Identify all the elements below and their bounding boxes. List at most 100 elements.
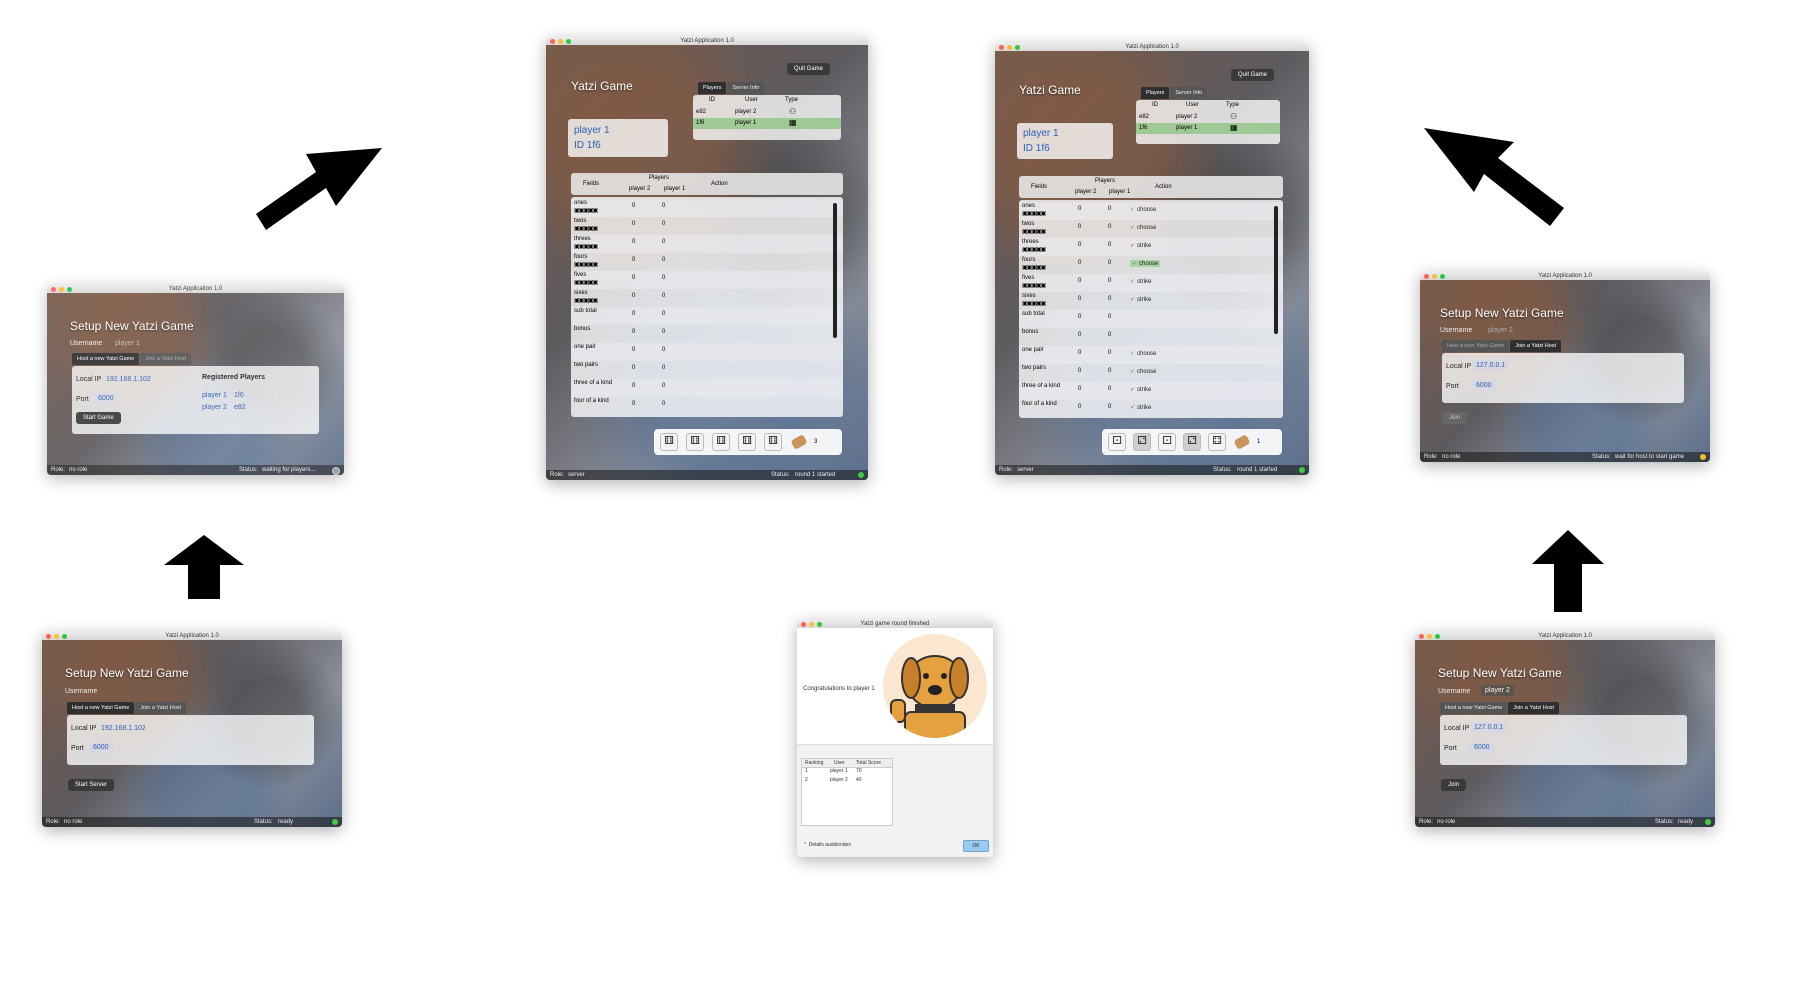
join-button[interactable]: Join <box>1441 779 1467 791</box>
close-light[interactable] <box>550 38 555 44</box>
table-row[interactable]: e82 player 2 ⚇ <box>693 107 841 118</box>
tab-host-game[interactable]: Host a new Yatzi Game <box>72 353 140 365</box>
table-row[interactable]: e82 player 2 ⚇ <box>1136 112 1280 123</box>
tab-host-game[interactable]: Host a new Yatzi Game <box>1440 702 1508 714</box>
zoom-light[interactable] <box>817 621 822 627</box>
zoom-light[interactable] <box>1015 44 1020 50</box>
minimize-light[interactable] <box>809 621 814 627</box>
host-ip-input[interactable]: 127.0.0.1 <box>1470 722 1508 733</box>
die[interactable]: ⚁ <box>1133 433 1151 451</box>
port-input[interactable]: 6000 <box>1472 380 1496 391</box>
action-choose[interactable]: ✓choose <box>1130 224 1156 231</box>
join-button[interactable]: Join <box>1442 412 1468 424</box>
close-light[interactable] <box>51 286 56 292</box>
die[interactable]: ⚃ <box>1208 433 1226 451</box>
details-toggle[interactable]: ⌃ Details ausblenden <box>803 842 851 848</box>
action-choose[interactable]: ✓choose <box>1130 350 1156 357</box>
die[interactable]: ⚅ <box>712 433 730 451</box>
dice-cup-icon[interactable] <box>1233 434 1251 450</box>
quit-game-button[interactable]: Quit Game <box>787 63 831 75</box>
scrollbar[interactable] <box>833 203 837 338</box>
minimize-light[interactable] <box>1427 633 1432 639</box>
action-strike[interactable]: ✓strike <box>1130 296 1151 303</box>
action-strike[interactable]: ✓strike <box>1130 404 1151 411</box>
minimize-light[interactable] <box>59 286 64 292</box>
tab-join-host[interactable]: Join a Yatzi Host <box>1510 340 1562 352</box>
table-row[interactable]: 1 player 1 70 <box>802 768 892 776</box>
table-row[interactable]: 2 player 2 40 <box>802 777 892 785</box>
action-strike[interactable]: ✓strike <box>1130 242 1151 249</box>
port-input[interactable]: 6000 <box>1470 742 1494 753</box>
close-light[interactable] <box>999 44 1004 50</box>
port-input[interactable]: 6000 <box>89 742 113 753</box>
close-light[interactable] <box>801 621 806 627</box>
zoom-light[interactable] <box>566 38 571 44</box>
minimize-light[interactable] <box>1007 44 1012 50</box>
zoom-light[interactable] <box>62 633 67 639</box>
tab-server-info[interactable]: Server Info <box>1170 87 1208 99</box>
start-server-button[interactable]: Start Server <box>68 779 115 791</box>
table-row[interactable]: 1f6 player 1 ▦ <box>1136 123 1280 134</box>
action-choose[interactable]: ✓choose <box>1130 206 1156 213</box>
die[interactable]: ⚅ <box>738 433 756 451</box>
die[interactable]: ⚁ <box>1183 433 1201 451</box>
action-strike[interactable]: ✓strike <box>1130 386 1151 393</box>
zoom-light[interactable] <box>1435 633 1440 639</box>
tab-server-info[interactable]: Server Info <box>727 82 765 94</box>
quit-game-button[interactable]: Quit Game <box>1231 69 1275 81</box>
scrollbar[interactable] <box>1274 206 1278 334</box>
tab-host-game[interactable]: Host a new Yatzi Game <box>1442 340 1510 352</box>
zoom-light[interactable] <box>1440 273 1445 279</box>
die[interactable]: ⚅ <box>764 433 782 451</box>
tab-players[interactable]: Players <box>1141 87 1170 99</box>
die[interactable]: ⚅ <box>660 433 678 451</box>
username-input[interactable]: player 2 <box>1481 685 1514 696</box>
port-input[interactable]: 6000 <box>94 393 118 404</box>
zoom-light[interactable] <box>67 286 72 292</box>
start-game-button[interactable]: Start Game <box>76 412 121 424</box>
action-strike[interactable]: ✓strike <box>1130 278 1151 285</box>
action-choose[interactable]: ✓choose <box>1130 260 1161 267</box>
tab-host-game[interactable]: Host a new Yatzi Game <box>67 702 135 714</box>
dice-cup-icon[interactable] <box>790 434 808 450</box>
close-light[interactable] <box>46 633 51 639</box>
host-ip-input[interactable]: 127.0.0.1 <box>1472 360 1510 371</box>
close-light[interactable] <box>1419 633 1424 639</box>
tab-join-host[interactable]: Join a Yatzi Host <box>1508 702 1560 714</box>
tab-players[interactable]: Players <box>698 82 727 94</box>
minimize-light[interactable] <box>54 633 59 639</box>
die[interactable]: ⚀ <box>1108 433 1126 451</box>
tab-join-host[interactable]: Join a Yatzi Host <box>140 353 192 365</box>
action-choose[interactable]: ✓choose <box>1130 368 1156 375</box>
die[interactable]: ⚀ <box>1158 433 1176 451</box>
minimize-light[interactable] <box>558 38 563 44</box>
tab-join-host[interactable]: Join a Yatzi Host <box>135 702 187 714</box>
die[interactable]: ⚅ <box>686 433 704 451</box>
close-light[interactable] <box>1424 273 1429 279</box>
table-row[interactable]: 1f6 player 1 ▦ <box>693 118 841 129</box>
ok-button[interactable]: OK <box>963 840 989 852</box>
